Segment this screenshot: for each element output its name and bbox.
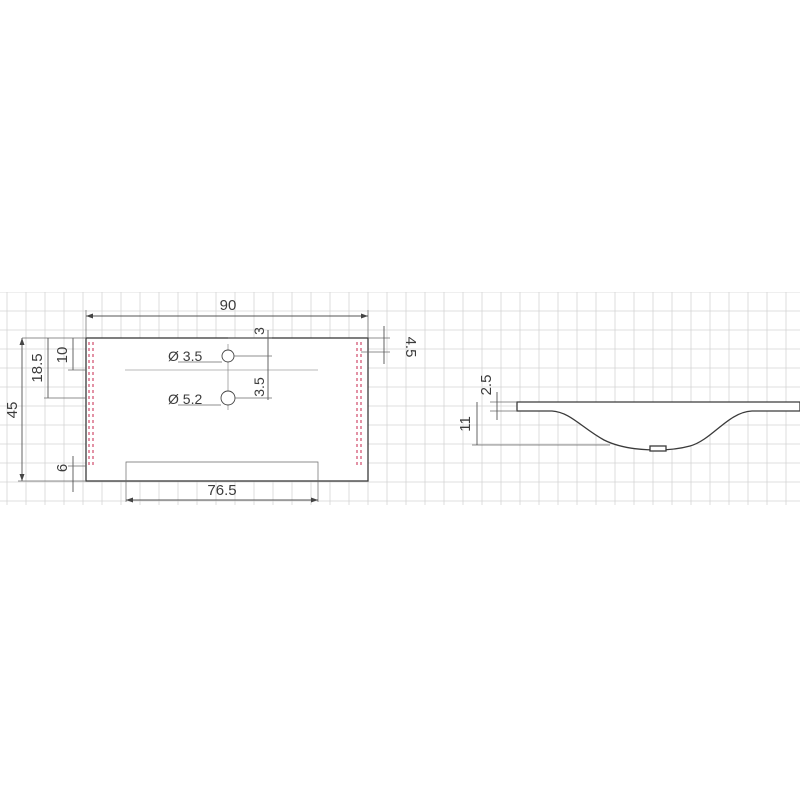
side-view: 2.5 11 xyxy=(457,375,800,452)
width-arrow-right xyxy=(361,313,368,319)
large-hole xyxy=(220,390,236,406)
top-offset-label: 3 xyxy=(251,327,267,335)
cutout-width-label: 76.5 xyxy=(207,482,236,499)
depth-arrow-bottom xyxy=(19,474,25,481)
top-view: 90 3 3.5 Ø 3.5 Ø 5.2 4.5 10 18.5 45 6 xyxy=(4,297,419,503)
small-hole-label: Ø 3.5 xyxy=(168,348,202,364)
depth-arrow-top xyxy=(19,338,25,345)
edge-18-5-label: 18.5 xyxy=(29,353,46,382)
hole-spacing-label: 3.5 xyxy=(251,377,267,397)
height-label: 11 xyxy=(457,416,474,432)
small-hole xyxy=(221,349,235,363)
bottom-6-label: 6 xyxy=(54,464,71,472)
large-hole-label: Ø 5.2 xyxy=(168,391,202,407)
cutout-arrow-left xyxy=(126,497,133,503)
thickness-label: 2.5 xyxy=(478,375,495,396)
cutout-outline xyxy=(125,461,319,502)
depth-label: 45 xyxy=(4,402,21,419)
basin-profile xyxy=(516,401,800,451)
width-arrow-left xyxy=(86,313,93,319)
drain-outlet xyxy=(649,445,667,452)
cutout-arrow-right xyxy=(311,497,318,503)
width-label: 90 xyxy=(220,297,237,314)
edge-10-label: 10 xyxy=(54,347,71,364)
right-margin-label: 4.5 xyxy=(402,337,419,358)
